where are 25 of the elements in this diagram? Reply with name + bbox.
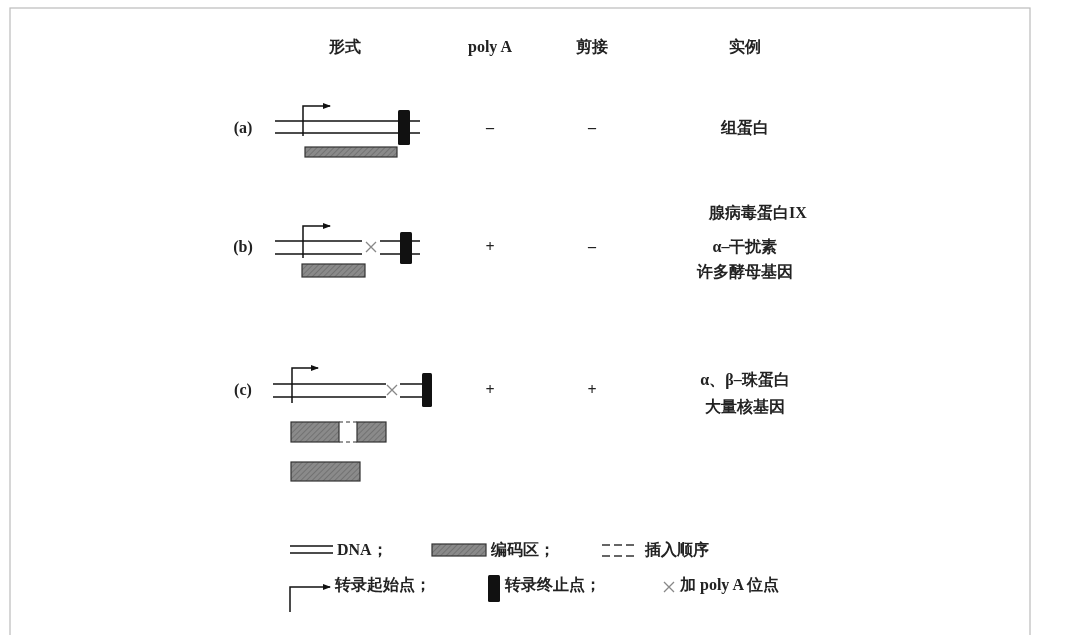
row-label: (b) (233, 239, 253, 255)
legend-text: 转录终止点； (505, 577, 601, 593)
legend-text: 插入顺序 (645, 542, 709, 558)
column-header: 剪接 (576, 39, 608, 55)
example-text: 组蛋白 (721, 120, 769, 136)
row-label: (c) (234, 382, 252, 398)
column-header: 形式 (329, 39, 361, 55)
example-text: 大量核基因 (705, 399, 785, 415)
table-entry: + (485, 382, 495, 398)
table-entry: + (587, 382, 597, 398)
column-header: poly A (468, 39, 512, 55)
table-entry: + (485, 239, 495, 255)
row-label: (a) (233, 120, 253, 136)
example-text: α–干扰素 (712, 239, 778, 255)
table-entry: – (588, 239, 596, 255)
table-entry: – (588, 120, 596, 136)
legend-text: 转录起始点； (335, 577, 431, 593)
legend-text: 编码区； (491, 542, 555, 558)
example-text: 腺病毒蛋白IX (709, 205, 807, 221)
column-header: 实例 (729, 39, 761, 55)
example-text: 许多酵母基因 (697, 264, 793, 280)
table-entry: – (486, 120, 494, 136)
legend-text: DNA； (337, 542, 388, 558)
example-text: α、β–珠蛋白 (700, 372, 790, 388)
legend-text: 加 poly A 位点 (680, 577, 780, 593)
